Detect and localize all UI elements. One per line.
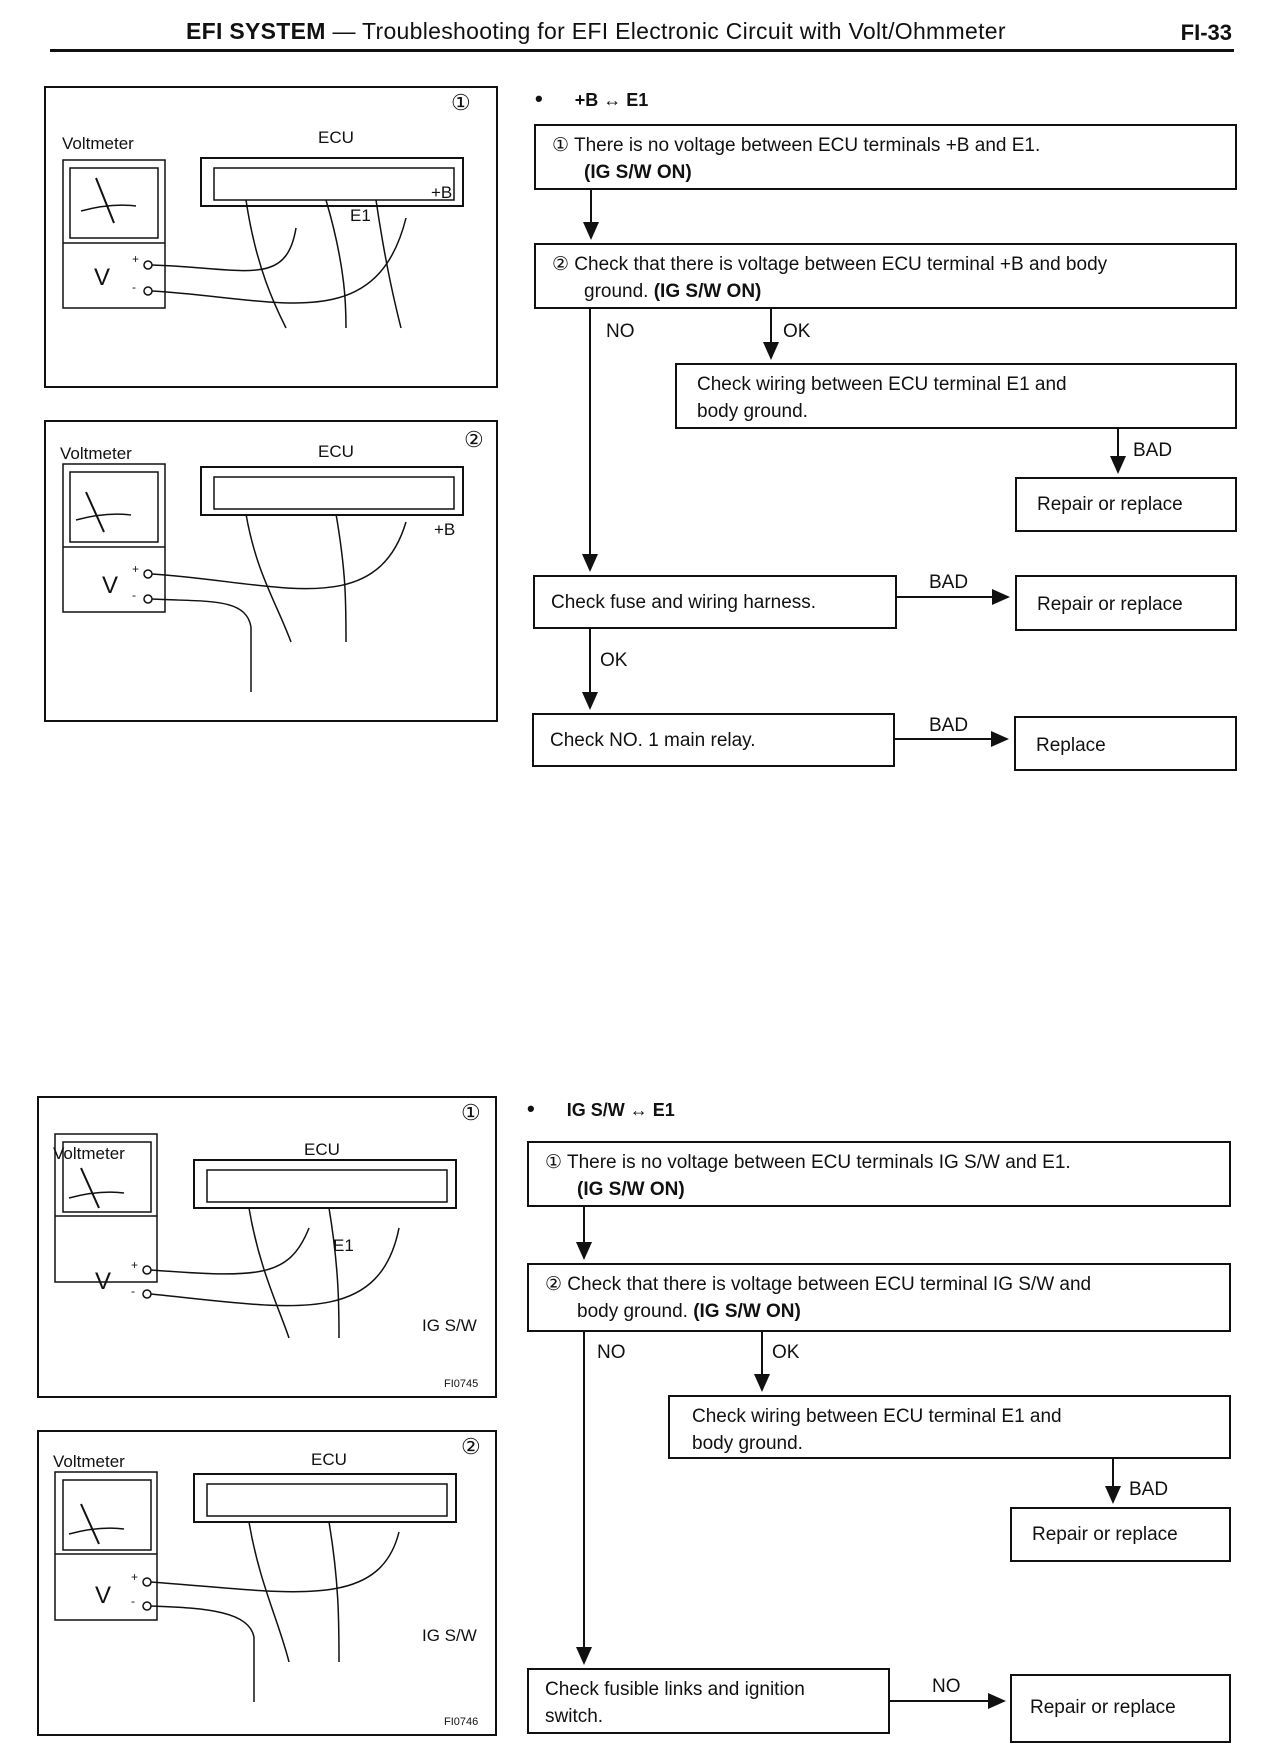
flow1-check-e1-line1: Check wiring between ECU terminal E1 and [697, 374, 1067, 395]
flow2-step2-text: ② Check that there is voltage between EC… [545, 1274, 1092, 1295]
figure-igsw-1: Voltmeter ECU ① V + - E1 IG S/W FI0745 [37, 1096, 497, 1398]
minus-terminal: - [132, 588, 136, 602]
flow1-step1-condition: (IG S/W ON) [584, 162, 692, 183]
flow1-check-relay: Check NO. 1 main relay. [550, 730, 756, 751]
flow1-check-fuse-box: Check fuse and wiring harness. [533, 575, 897, 629]
flow2-repair-box-2: Repair or replace [1010, 1674, 1231, 1743]
flow2-check-e1-line1: Check wiring between ECU terminal E1 and [692, 1406, 1062, 1427]
flow1-step2-text: ② Check that there is voltage between EC… [552, 254, 1108, 275]
v-symbol: V [95, 1582, 112, 1609]
v-symbol: V [95, 1268, 112, 1295]
voltmeter-label: Voltmeter [62, 134, 134, 153]
voltmeter-label: Voltmeter [53, 1452, 125, 1471]
flow1-repair-1: Repair or replace [1037, 494, 1183, 515]
figure-wiring-drawing [54, 1133, 457, 1339]
flow1-repair-2: Repair or replace [1037, 594, 1183, 615]
figure-wiring-drawing [62, 157, 464, 329]
v-symbol: V [102, 572, 119, 599]
figure-code: FI0746 [444, 1716, 479, 1728]
plus-terminal: + [132, 562, 140, 576]
ecu-label: ECU [318, 128, 354, 147]
flow1-step2-box: ② Check that there is voltage between EC… [534, 243, 1237, 309]
flow2-no-label: NO [597, 1342, 626, 1363]
flow2-check-e1-line2: body ground. [692, 1433, 803, 1454]
minus-terminal: - [132, 280, 136, 294]
flow2-step2-cont: body ground. [577, 1301, 688, 1322]
figure-code: FI0745 [444, 1378, 479, 1390]
flow2-repair-1: Repair or replace [1032, 1524, 1178, 1545]
e1-terminal: E1 [350, 206, 371, 225]
figure-igsw-2: Voltmeter ECU ② V + - IG S/W FI0746 [37, 1430, 497, 1736]
flow1-repair-box-2: Repair or replace [1015, 575, 1237, 631]
ecu-label: ECU [304, 1140, 340, 1159]
flow2-check-e1-box: Check wiring between ECU terminal E1 and… [668, 1395, 1231, 1459]
figure-wiring-drawing [62, 463, 464, 692]
plus-b-terminal: +B [431, 183, 453, 202]
flow2-bad-label-1: BAD [1129, 1479, 1169, 1500]
flow2-repair-2: Repair or replace [1030, 1697, 1176, 1718]
bullet-dot: • [527, 1096, 535, 1121]
flow1-bad-label-2: BAD [929, 572, 969, 593]
header-rule [50, 49, 1234, 52]
plus-b-terminal: +B [434, 520, 456, 539]
flow2-step1-box: ① There is no voltage between ECU termin… [527, 1141, 1231, 1207]
page-number: FI-33 [1180, 20, 1232, 45]
flow2-check-links-line2: switch. [545, 1706, 604, 1727]
e1-terminal: E1 [333, 1236, 354, 1255]
flow2-check-links-line1: Check fusible links and ignition [545, 1679, 805, 1700]
flow2-step1-condition: (IG S/W ON) [577, 1179, 685, 1200]
flow1-check-e1-box: Check wiring between ECU terminal E1 and… [675, 363, 1237, 429]
voltmeter-label: Voltmeter [53, 1144, 125, 1163]
figure-plusb-1: Voltmeter ECU ① V + - +B E1 [44, 86, 498, 388]
section-subtitle: Troubleshooting for EFI Electronic Circu… [362, 18, 1006, 44]
bullet-dot: • [535, 86, 543, 111]
figure-number: ① [451, 90, 471, 115]
flow2-no-label-2: NO [932, 1676, 961, 1697]
plus-terminal: + [131, 1570, 139, 1584]
v-symbol: V [94, 264, 111, 291]
flow1-step1-box: ① There is no voltage between ECU termin… [534, 124, 1237, 190]
title-dash: — [325, 18, 363, 44]
flow1-ok-label-2: OK [600, 650, 628, 671]
flow1-check-relay-box: Check NO. 1 main relay. [532, 713, 895, 767]
flow1-replace: Replace [1036, 735, 1106, 756]
minus-terminal: - [131, 1284, 135, 1298]
figure-wiring-drawing [54, 1471, 457, 1702]
flow1-repair-box-1: Repair or replace [1015, 477, 1237, 532]
figure-number: ② [464, 427, 484, 452]
flow2-step1-text: ① There is no voltage between ECU termin… [545, 1152, 1071, 1173]
flow1-ok-label: OK [783, 321, 811, 342]
flow1-step1-text: ① There is no voltage between ECU termin… [552, 135, 1041, 156]
minus-terminal: - [131, 1594, 135, 1608]
page-title: EFI SYSTEM — Troubleshooting for EFI Ele… [186, 18, 1006, 45]
ecu-label: ECU [318, 442, 354, 461]
flow1-no-label: NO [606, 321, 635, 342]
flow1-step2-condition: (IG S/W ON) [653, 281, 762, 302]
flow2-heading: •IG S/W ↔ E1 [527, 1096, 675, 1121]
plus-terminal: + [131, 1258, 139, 1272]
flow1-heading: •+B ↔ E1 [535, 86, 649, 111]
flow2-step2-condition: (IG S/W ON) [693, 1301, 801, 1322]
flow2-step2-box: ② Check that there is voltage between EC… [527, 1263, 1231, 1332]
flow1-check-e1-line2: body ground. [697, 401, 808, 422]
ig-sw-terminal: IG S/W [422, 1316, 477, 1335]
voltmeter-label: Voltmeter [60, 444, 132, 463]
plus-terminal: + [132, 252, 140, 266]
figure-number: ② [461, 1434, 481, 1459]
flow2-ok-label: OK [772, 1342, 800, 1363]
section-title: EFI SYSTEM [186, 18, 326, 44]
figure-plusb-2: Voltmeter ECU ② V + - +B [44, 420, 498, 722]
figure-number: ① [461, 1100, 481, 1125]
flow1-check-fuse: Check fuse and wiring harness. [551, 592, 817, 613]
flow1-bad-label-3: BAD [929, 715, 969, 736]
flow1-replace-box: Replace [1014, 716, 1237, 771]
ig-sw-terminal: IG S/W [422, 1626, 477, 1645]
ecu-label: ECU [311, 1450, 347, 1469]
flow2-check-links-box: Check fusible links and ignition switch. [527, 1668, 890, 1734]
flow1-bad-label-1: BAD [1133, 440, 1173, 461]
flow2-repair-box-1: Repair or replace [1010, 1507, 1231, 1562]
flow1-step2-cont: ground. [584, 281, 649, 302]
